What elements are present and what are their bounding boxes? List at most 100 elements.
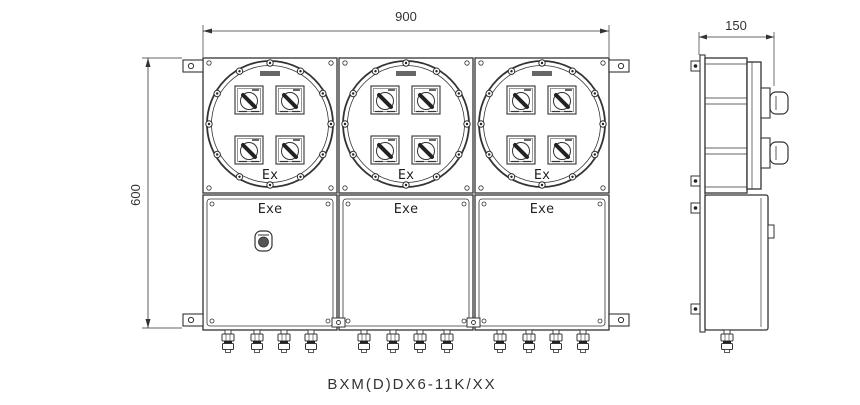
cable-gland — [549, 329, 563, 353]
cover-bolt-center — [479, 122, 483, 126]
rotary-switch-icon — [275, 135, 305, 165]
gland-body — [493, 333, 507, 342]
gland-band — [280, 341, 288, 344]
gland-tail — [497, 349, 503, 353]
cable-gland — [250, 329, 264, 353]
cover-bolt-center — [299, 70, 302, 73]
corner-bolt — [342, 60, 348, 66]
mounting-hole — [187, 62, 195, 70]
depth-dimension-arrow-left — [699, 34, 707, 40]
side-upper-enclosure — [704, 57, 748, 194]
nameplate — [396, 71, 416, 76]
dimension-annotations — [142, 25, 775, 329]
depth-dimension-arrow-right — [766, 34, 774, 40]
cover-bolt-center — [343, 122, 347, 126]
cover-bolt-center — [593, 153, 596, 156]
side-lower-enclosure — [704, 194, 769, 331]
gland-tail — [225, 349, 231, 353]
mounting-hole — [617, 316, 625, 324]
gland-neck — [253, 329, 261, 335]
gland-band — [552, 341, 560, 344]
cover-bolt-center — [268, 61, 272, 65]
cover-bolt-center — [571, 175, 574, 178]
depth-dimension-label: 150 — [725, 18, 747, 33]
cover-screw — [345, 201, 351, 207]
switch-plate-inset — [509, 88, 533, 112]
switch-plate-inset — [373, 88, 397, 112]
gland-nut — [441, 343, 453, 350]
rotary-switch-icon — [370, 85, 400, 115]
gland-band — [253, 341, 261, 344]
rotary-switch-icon — [234, 85, 264, 115]
gland-band — [389, 341, 397, 344]
rotary-switch-icon — [411, 135, 441, 165]
switch-handle — [241, 93, 257, 109]
gland-body — [522, 333, 536, 342]
gland-tail — [390, 349, 396, 353]
switch-handle — [241, 143, 257, 159]
height-dimension-arrow-top — [145, 58, 151, 67]
mounting-hole — [187, 316, 195, 324]
cover-bolt-center — [299, 175, 302, 178]
upper-unit-marking: Ex — [534, 167, 550, 183]
gland-neck — [224, 329, 232, 335]
cover-bolt-center — [207, 122, 211, 126]
rotary-switch-icon — [506, 135, 536, 165]
gland-nut — [358, 343, 370, 350]
gland-band — [224, 341, 232, 344]
corner-bolt — [206, 185, 212, 191]
nameplate — [260, 71, 280, 76]
gland-tail — [361, 349, 367, 353]
joint-bracket-hole — [336, 320, 341, 325]
gland-body — [549, 333, 563, 342]
upper-unit-marking: Ex — [262, 167, 278, 183]
cover-screw — [325, 201, 331, 207]
corner-bolt — [600, 185, 606, 191]
side-switch-handle — [769, 141, 789, 165]
gland-nut — [550, 343, 562, 350]
lower-enclosure — [474, 194, 610, 331]
gland-nut — [414, 343, 426, 350]
gland-body — [440, 333, 454, 342]
gland-nut — [523, 343, 535, 350]
cover-bolt-center — [404, 61, 408, 65]
switch-plate-inset — [414, 88, 438, 112]
cover-bolt-center — [352, 92, 355, 95]
lower-unit-marking: Exe — [530, 201, 554, 217]
corner-bolt — [478, 185, 484, 191]
cover-screw — [597, 201, 603, 207]
corner-bolt — [328, 185, 334, 191]
gland-tail — [254, 349, 260, 353]
gland-neck — [360, 329, 368, 335]
side-mounting-plate — [699, 54, 706, 333]
distribution-unit — [474, 57, 610, 353]
lower-enclosure-cover — [478, 198, 606, 327]
switch-handle — [554, 143, 570, 159]
corner-bolt — [464, 185, 470, 191]
cover-screw — [461, 318, 467, 324]
switch-plate-inset — [550, 138, 574, 162]
side-switch-shaft — [760, 87, 771, 119]
switch-plate-inset — [278, 88, 302, 112]
cable-gland — [386, 329, 400, 353]
push-button-icon — [254, 230, 273, 252]
mounting-hole — [617, 62, 625, 70]
push-button-cap — [258, 236, 269, 248]
width-dimension-arrow-right — [600, 28, 609, 34]
gland-band — [525, 341, 533, 344]
gland-body — [576, 333, 590, 342]
lower-unit-marking: Exe — [258, 201, 282, 217]
cover-bolt-center — [457, 153, 460, 156]
cover-bolt-center — [321, 153, 324, 156]
cover-bolt-center — [321, 92, 324, 95]
lower-enclosure-cover — [342, 198, 470, 327]
cover-bolt-center — [465, 122, 469, 126]
cover-bolt-center — [510, 70, 513, 73]
cover-bolt-center — [540, 61, 544, 65]
cable-gland — [493, 329, 507, 353]
cable-gland — [440, 329, 454, 353]
switch-plate-inset — [414, 138, 438, 162]
gland-nut — [305, 343, 317, 350]
cover-bolt-center — [329, 122, 333, 126]
